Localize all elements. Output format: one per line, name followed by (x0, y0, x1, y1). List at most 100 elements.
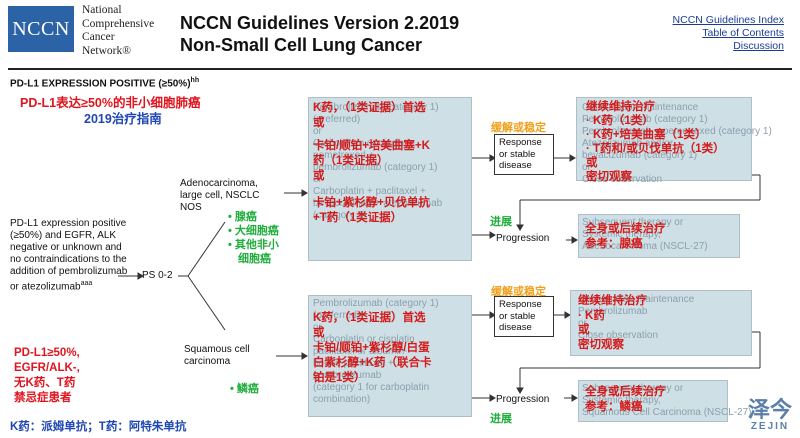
lower-regimen-ghost: Pembrolizumab (category 1) (preferred) o… (313, 298, 439, 406)
maintenance-line: 密切观察 (578, 338, 624, 351)
ghost-line: Pembrolizumab (category 1) (582, 114, 708, 125)
maintenance-line: · K药（1类） (586, 115, 654, 127)
ghost-line: bevacizumab + atezolizumab (313, 198, 443, 209)
regimen-line: 卡铂/顺铂+紫杉醇/白蛋 (313, 342, 430, 354)
ghost-line: Subsequent therapy or (582, 383, 684, 394)
cn-subtypes: • 腺癌 • 大细胞癌 • 其他非小 细胞癌 (228, 211, 279, 265)
ghost-line: combination) (313, 394, 371, 405)
ghost-line: (category 1) (313, 210, 367, 221)
heading-sup: hh (190, 77, 200, 84)
upper-maintenance-box (576, 97, 752, 181)
ghost-line: Pembrolizumab (category 1) (313, 102, 439, 113)
criteria-sup: aaa (80, 280, 93, 287)
watermark-cn: 泽今 (747, 397, 792, 422)
regimen-line: +T药（1类证据） (313, 212, 403, 224)
org-name: National Comprehensive Cancer Network® (82, 4, 154, 58)
subtype-line: NOS (180, 202, 202, 213)
ghost-line: pemetrexed + (313, 150, 375, 161)
table-of-contents-link[interactable]: Table of Contents (702, 27, 784, 39)
upper-maintenance-ghost: Continuation maintenance Pembrolizumab (… (582, 102, 772, 186)
ghost-line: or (582, 162, 591, 173)
cn-subtype: 大细胞癌 (234, 225, 279, 237)
ghost-line: Carboplatin + paclitaxel + (313, 186, 426, 197)
lower-subsequent-ghost: Subsequent therapy or Systemic therapy, … (582, 383, 752, 419)
ghost-line: Squamous Cell Carcinoma (NSCL-27) (582, 407, 752, 418)
subtype-squamous: Squamous cell carcinoma (184, 344, 250, 368)
ghost-line: Continuation maintenance (578, 294, 695, 305)
ghost-line: Atezolizumab and/or (582, 138, 674, 149)
upper-response-label: 缓解或稳定 (491, 122, 546, 134)
upper-maintenance-cn: 继续维持治疗 · K药（1类） · K药+培美曲塞（1类） · T药和/或贝伐单… (586, 100, 725, 184)
title-disease: Non-Small Cell Lung Cancer (180, 35, 423, 55)
upper-response-box: Response or stable disease (494, 134, 554, 175)
watermark-en: ZEJIN (750, 421, 790, 432)
response-line: disease (499, 322, 532, 333)
cn-subtype: 细胞癌 (238, 253, 271, 265)
org-line: National (82, 4, 122, 16)
ghost-line: or (578, 318, 587, 329)
maintenance-line: 或 (578, 324, 590, 336)
regimen-line: 白紫杉醇+K药（联合卡 (313, 357, 432, 369)
maintenance-line: 继续维持治疗 (578, 295, 647, 307)
ghost-line: Continuation maintenance (582, 102, 699, 113)
upper-progression-label: 进展 (490, 216, 512, 228)
lower-response-box: Response or stable disease (494, 296, 554, 337)
cn-squamous: • 鳞癌 (230, 383, 259, 395)
maintenance-line: 继续维持治疗 (586, 101, 655, 113)
lower-regimen-cn: K药，（1类证据）首选 或 卡铂/顺铂+紫杉醇/白蛋 白紫杉醇+K药（联合卡 铂… (313, 311, 473, 386)
ghost-line: Close observation (578, 330, 659, 341)
regimen-line: 药（1类证据） (313, 155, 389, 167)
upper-regimen-ghost: Pembrolizumab (category 1) (preferred) o… (313, 102, 442, 222)
upper-progression-box: Progression (496, 233, 550, 244)
regimen-line: K药，（1类证据）首选 (313, 102, 426, 114)
ghost-line: Carboplatin or cisplatin (313, 138, 415, 149)
upper-subsequent-cn: 全身或后续治疗 参考：腺癌 (585, 222, 666, 252)
ghost-line: pembrolizumab (category 1) (313, 162, 438, 173)
regimen-line: 卡铂/顺铂+培美曲塞+K (313, 140, 430, 152)
ghost-line: or (313, 322, 322, 333)
header-divider (8, 68, 792, 70)
org-line: Comprehensive (82, 17, 155, 30)
subtype-line: carcinoma (184, 356, 231, 367)
ghost-line: bound paclitaxel + (313, 358, 394, 369)
cn-subtype: 腺癌 (234, 211, 257, 223)
regimen-line: 或 (313, 327, 325, 339)
lower-progression-box: Progression (496, 394, 550, 405)
regimen-line: 或 (313, 170, 325, 182)
title-version: NCCN Guidelines Version 2.2019 (180, 13, 460, 33)
ghost-line: (preferred) (313, 114, 361, 125)
drug-legend: K药：派姆单抗；T药：阿特朱单抗 (10, 421, 187, 433)
cn-subtype: 鳞癌 (236, 383, 259, 395)
ghost-line: (preferred) (313, 310, 361, 321)
note-line: 无K药、T药 (14, 377, 76, 389)
subtype-line: large cell, NSCLC (180, 190, 260, 201)
regimen-line: K药，（1类证据）首选 (313, 312, 426, 324)
page-title: NCCN Guidelines Version 2.2019 Non-Small… (180, 12, 459, 56)
lower-subsequent-cn: 全身或后续治疗 参考：鳞癌 (585, 385, 666, 415)
guidelines-index-link[interactable]: NCCN Guidelines Index (672, 14, 784, 26)
ghost-line: paclitaxel or albumin- (313, 346, 408, 357)
note-line: EGFR/ALK-, (14, 362, 80, 374)
maintenance-line: 密切观察 (586, 171, 632, 183)
cn-subtype: 其他非小 (234, 239, 279, 251)
performance-status: PS 0-2 (142, 270, 173, 281)
ghost-line: or (313, 126, 322, 137)
lower-regimen-box (308, 295, 472, 417)
ghost-line: Systemic therapy, (582, 229, 661, 240)
heading-text: PD-L1 EXPRESSION POSITIVE (≥50%) (10, 78, 191, 90)
discussion-link[interactable]: Discussion (733, 40, 784, 52)
upper-subsequent-ghost: Subsequent therapy or Systemic therapy, … (582, 217, 708, 253)
subsequent-line: 参考：腺癌 (585, 238, 643, 250)
org-line: Network® (82, 44, 131, 57)
lower-response-label: 缓解或稳定 (491, 286, 546, 298)
ghost-line: Pembrolizumab (category 1) (313, 298, 439, 309)
subtype-adeno: Adenocarcinoma, large cell, NSCLC NOS (180, 178, 259, 214)
ghost-line: (category 1 for carboplatin (313, 382, 430, 393)
response-line: Response (499, 299, 542, 310)
cn-criteria-note: PD-L1≥50%, EGFR/ALK-, 无K药、T药 禁忌症患者 (14, 346, 80, 406)
ghost-line: or (313, 174, 322, 185)
zejin-watermark: 泽今 ZEJIN (747, 397, 792, 433)
response-line: Response (499, 137, 542, 148)
ghost-line: Systemic therapy, (582, 395, 661, 406)
